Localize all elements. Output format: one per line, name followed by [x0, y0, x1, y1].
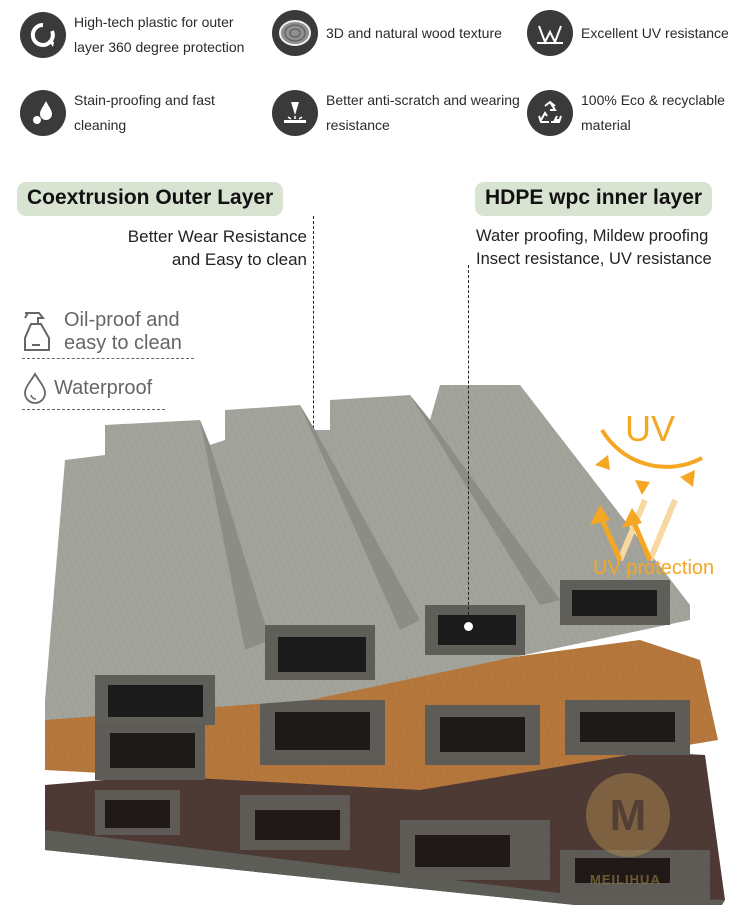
feature-text: 100% Eco & recyclable [581, 92, 725, 108]
side-feature-oil-proof: Oil-proof and easy to clean [22, 308, 194, 359]
spray-bottle-icon [22, 309, 56, 355]
wpc-panel-illustration: M [45, 385, 725, 905]
inner-layer-line2: Insect resistance, UV resistance [476, 250, 712, 268]
feature-text: material [581, 117, 631, 133]
outer-layer-title: Coextrusion Outer Layer [17, 182, 284, 216]
feature-text: 3D and natural wood texture [326, 25, 502, 41]
inner-layer-leader-line [468, 265, 469, 625]
feature-text: Excellent UV resistance [581, 25, 729, 41]
water-drop-icon [20, 90, 66, 136]
rotate-360-icon [20, 12, 66, 58]
outer-layer-description: Better Wear Resistance and Easy to clean [128, 225, 307, 271]
outer-layer-line1: Better Wear Resistance [127, 227, 307, 246]
uv-reflection-icon [527, 10, 573, 56]
side-feature-text: Waterproof [54, 376, 153, 399]
feature-text: cleaning [74, 117, 127, 133]
scratch-icon [272, 90, 318, 136]
inner-layer-title: HDPE wpc inner layer [475, 182, 713, 216]
outer-layer-line2: and Easy to clean [171, 250, 307, 269]
teak-board [45, 640, 718, 790]
wood-rings-icon [272, 10, 318, 56]
inner-layer-pointer-dot [464, 622, 473, 631]
feature-wood-texture: 3D and natural wood texture [272, 10, 502, 56]
uv-protection-badge: UV UV protection [530, 400, 750, 590]
feature-360-protection: High-tech plastic for outer layer 360 deg… [20, 10, 244, 60]
feature-text: Better anti-scratch and wearing [326, 92, 520, 108]
side-feature-waterproof: Waterproof [22, 372, 165, 410]
outer-layer-leader-line [313, 216, 314, 538]
uv-caption: UV protection [593, 557, 715, 579]
side-feature-text: Oil-proof and [64, 309, 180, 331]
watermark-text: MEILIHUA [590, 872, 661, 887]
feature-text: High-tech plastic for outer [74, 14, 234, 30]
feature-stain-proofing: Stain-proofing and fast cleaning [20, 88, 215, 138]
inner-layer-description: Water proofing, Mildew proofing Insect r… [476, 225, 712, 271]
svg-text:M: M [610, 791, 647, 840]
feature-anti-scratch: Better anti-scratch and wearing resistanc… [272, 88, 520, 138]
feature-uv-resistance: Excellent UV resistance [527, 10, 729, 56]
walnut-board [45, 745, 725, 905]
water-drop-outline-icon [22, 372, 50, 404]
feature-text: resistance [326, 117, 390, 133]
feature-text: layer 360 degree protection [74, 39, 245, 55]
grey-board [45, 385, 690, 725]
feature-eco-recyclable: 100% Eco & recyclable material [527, 88, 725, 138]
side-feature-text: easy to clean [64, 332, 182, 354]
uv-title: UV [625, 408, 676, 449]
feature-text: Stain-proofing and fast [74, 92, 215, 108]
recycle-icon [527, 90, 573, 136]
uv-sun-arrows-icon [590, 428, 703, 562]
watermark-logo: M [586, 773, 670, 857]
inner-layer-line1: Water proofing, Mildew proofing [476, 227, 709, 245]
